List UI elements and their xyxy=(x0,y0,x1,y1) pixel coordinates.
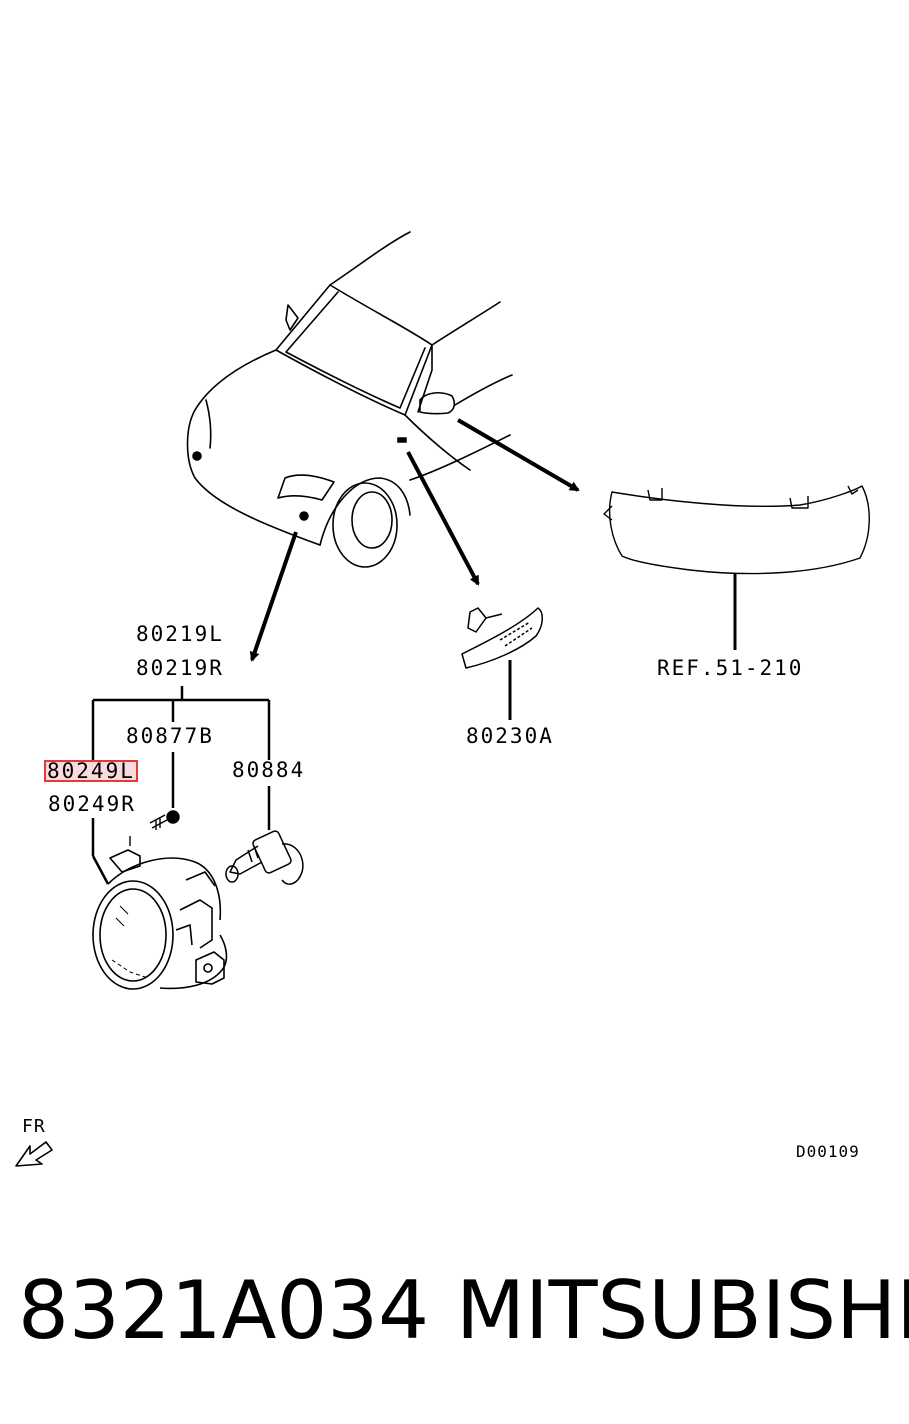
arrow-to-bumper xyxy=(456,418,580,492)
callout-bulb: 80884 xyxy=(232,758,306,782)
callout-screw: 80877B xyxy=(126,724,214,748)
bumper-part xyxy=(603,485,870,650)
callout-fog-lamp-left: 80219L xyxy=(136,622,224,646)
callout-fog-lamp-right: 80219R xyxy=(136,656,224,680)
vehicle-outline xyxy=(186,231,513,568)
callout-bumper-reference: REF.51-210 xyxy=(657,656,804,680)
arrow-to-side-marker xyxy=(406,451,480,586)
callout-lamp-housing-right: 80249R xyxy=(48,792,136,816)
fog-lamp-part xyxy=(92,849,228,990)
screw-part xyxy=(129,810,180,846)
arrow-to-fog-lamp xyxy=(249,531,298,662)
diagram-code: D00109 xyxy=(796,1142,860,1161)
brand-name: MITSUBISHI xyxy=(456,1264,909,1357)
callout-brackets xyxy=(91,686,271,885)
front-direction-arrow-icon xyxy=(15,1141,53,1167)
bulb-part xyxy=(225,830,304,885)
front-indicator-label: FR xyxy=(22,1116,46,1137)
part-number: 8321A034 xyxy=(18,1264,430,1357)
pointer-arrows xyxy=(249,418,580,662)
callout-side-marker: 80230A xyxy=(466,724,554,748)
side-marker-part xyxy=(461,607,543,720)
callout-lamp-housing-left-highlighted: 80249L xyxy=(44,760,138,782)
